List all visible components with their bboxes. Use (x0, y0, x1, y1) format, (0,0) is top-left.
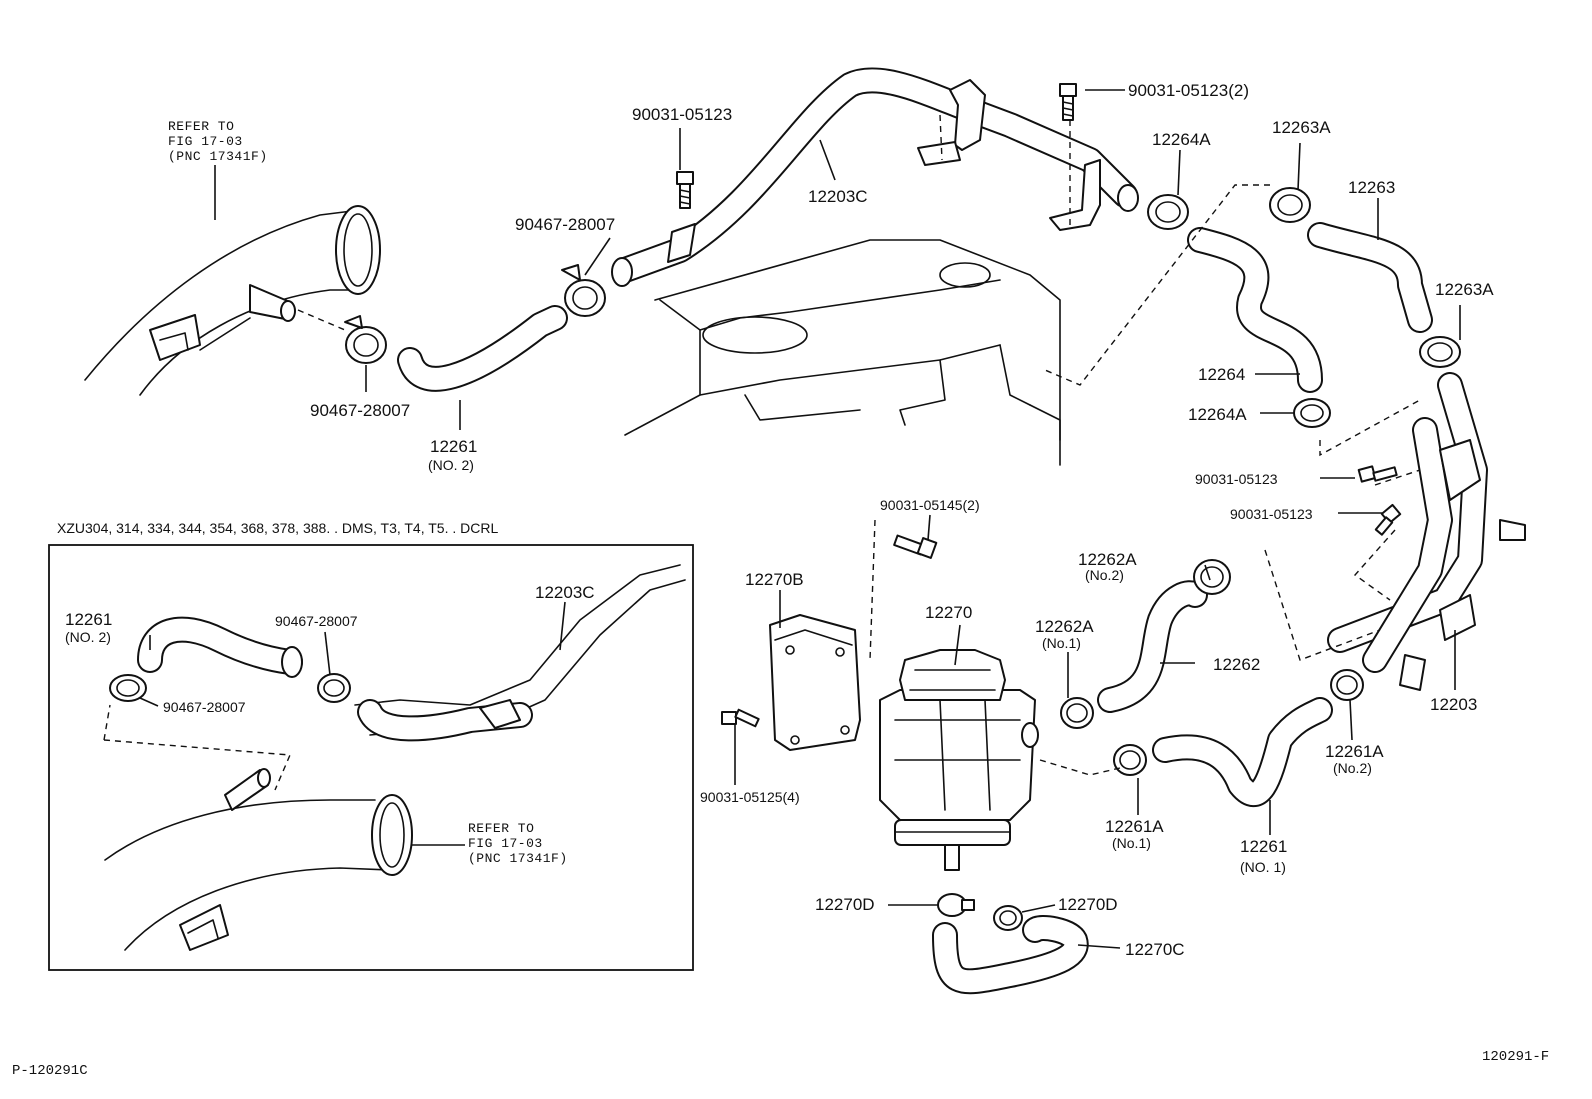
label-12263A-right: 12263A (1435, 280, 1494, 299)
clamp-12264A-mid (1293, 398, 1331, 428)
label-12203C-top: 12203C (808, 187, 868, 206)
label-12203: 12203 (1430, 695, 1477, 714)
label-12262A-no2-sub: (No.2) (1085, 567, 1124, 583)
label-12270: 12270 (925, 603, 972, 622)
label-12270D-left: 12270D (815, 895, 875, 914)
footer-right-code: 120291-F (1482, 1049, 1549, 1065)
bolt-90031-05125 (721, 708, 760, 728)
inset-label-90467-28007-a: 90467-28007 (275, 613, 358, 629)
inset-header: XZU304, 314, 334, 344, 354, 368, 378, 38… (57, 520, 498, 536)
label-12262A-no2: 12262A (1078, 550, 1137, 569)
label-12264A-top: 12264A (1152, 130, 1211, 149)
label-90467-28007-a: 90467-28007 (515, 215, 615, 234)
label-90031-05125: 90031-05125(4) (700, 789, 800, 805)
label-90031-05123-b: 90031-05123 (1195, 471, 1278, 487)
label-12261-no2: 12261 (430, 437, 477, 456)
inset-refer-line1: REFER TO (468, 821, 534, 836)
hose-12270C (932, 915, 1089, 995)
inset-label-12261-sub: (NO. 2) (65, 629, 111, 645)
clamp-12263A-right (1419, 336, 1461, 368)
label-12263: 12263 (1348, 178, 1395, 197)
inset-variant-box: XZU304, 314, 334, 344, 354, 368, 378, 38… (48, 520, 694, 971)
label-12261A-no2: 12261A (1325, 742, 1384, 761)
label-12261A-no1: 12261A (1105, 817, 1164, 836)
clamp-12262A-no1 (1060, 697, 1094, 729)
engine-block (624, 239, 1061, 466)
inset-label-12261: 12261 (65, 610, 112, 629)
pipe-12203C (611, 67, 1139, 287)
assembly-dashed-lines (297, 114, 1421, 776)
bolt-90031-05123-a (676, 171, 694, 209)
label-90031-05123-c: 90031-05123 (1230, 506, 1313, 522)
inset-label-12203C: 12203C (535, 583, 595, 602)
clamp-12264A-top (1147, 194, 1189, 230)
clamp-12263A-top (1269, 187, 1311, 223)
clamp-90467-28007-left (344, 315, 387, 364)
clamp-12261A-no1 (1113, 744, 1147, 776)
label-90031-05123-2: 90031-05123(2) (1128, 81, 1249, 100)
clamp-12270D-right (993, 905, 1023, 931)
label-90031-05145: 90031-05145(2) (880, 497, 980, 513)
bolt-90031-05145 (893, 534, 938, 559)
label-12270B: 12270B (745, 570, 804, 589)
pipe-12203 (1327, 372, 1526, 691)
bracket-12270B (769, 614, 861, 751)
label-12261-no1: 12261 (1240, 837, 1287, 856)
bolt-90031-05123-2 (1059, 83, 1077, 121)
label-12261-no2-sub: (NO. 2) (428, 457, 474, 473)
inset-label-90467-28007-b: 90467-28007 (163, 699, 246, 715)
clamp-12262A-no2 (1193, 559, 1231, 595)
label-12264A-mid: 12264A (1188, 405, 1247, 424)
refer-note-line1: REFER TO (168, 119, 234, 134)
hose-12262 (1097, 580, 1208, 713)
label-90031-05123-a: 90031-05123 (632, 105, 732, 124)
clamp-12261A-no2 (1330, 669, 1364, 701)
bolt-90031-05123-b (1357, 465, 1398, 483)
label-12261-no1-sub: (NO. 1) (1240, 859, 1286, 875)
label-12261A-no2-sub: (No.2) (1333, 760, 1372, 776)
callout-labels: REFER TO FIG 17-03 (PNC 17341F) 90031-05… (168, 81, 1494, 959)
label-12262A-no1: 12262A (1035, 617, 1094, 636)
clamp-90467-28007-right (561, 264, 606, 317)
hose-12263 (1307, 222, 1433, 333)
label-12262A-no1-sub: (No.1) (1042, 635, 1081, 651)
footer-left-code: P-120291C (12, 1063, 88, 1079)
air-intake-duct (84, 205, 381, 396)
inset-refer-line2: FIG 17-03 (468, 836, 543, 851)
label-12264: 12264 (1198, 365, 1245, 384)
hose-12261-no2 (397, 305, 568, 392)
hose-12264 (1187, 227, 1323, 393)
label-12261A-no1-sub: (No.1) (1112, 835, 1151, 851)
clamp-12270D-left (937, 893, 975, 917)
label-12270C: 12270C (1125, 940, 1185, 959)
air-pump-12270 (879, 649, 1039, 871)
bolt-90031-05123-c (1374, 503, 1402, 536)
leader-lines (214, 89, 1461, 949)
refer-note-line3: (PNC 17341F) (168, 149, 268, 164)
label-90467-28007-b: 90467-28007 (310, 401, 410, 420)
hose-12261-no1 (1152, 697, 1333, 807)
inset-refer-line3: (PNC 17341F) (468, 851, 568, 866)
label-12262: 12262 (1213, 655, 1260, 674)
label-12263A-top: 12263A (1272, 118, 1331, 137)
refer-note-line2: FIG 17-03 (168, 134, 243, 149)
label-12270D-right: 12270D (1058, 895, 1118, 914)
